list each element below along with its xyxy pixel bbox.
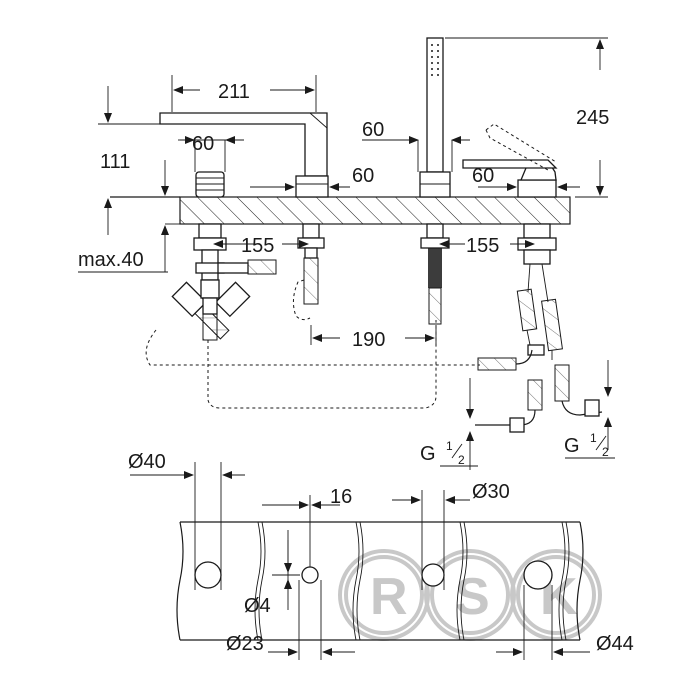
- dim-245: 245: [576, 107, 609, 129]
- conn-left-den: 2: [458, 453, 465, 467]
- connection-right-label: G 1 2: [564, 431, 609, 459]
- handshower-spray-holes: [431, 44, 439, 76]
- dim-155-right: 155: [466, 235, 499, 257]
- dim-dia23: Ø23: [226, 633, 264, 655]
- dim-190: 190: [352, 329, 385, 351]
- connection-left-label: G 1 2: [420, 439, 465, 467]
- dim-dia4: Ø4: [244, 595, 271, 617]
- dim-60-handshower: 60: [362, 119, 384, 141]
- dim-211: 211: [218, 81, 250, 103]
- hole-40: [194, 561, 222, 589]
- dim-dia30: Ø30: [472, 481, 510, 503]
- dim-111: 111: [100, 151, 130, 173]
- dim-60-lever: 60: [472, 165, 494, 187]
- conn-left-num: 1: [446, 439, 453, 453]
- spout: [159, 112, 329, 321]
- watermark-letter-r: R: [370, 568, 408, 626]
- dim-dia44: Ø44: [596, 633, 634, 655]
- plan-view: Ø40 16 Ø30 Ø4 Ø23 Ø44: [128, 451, 634, 660]
- dimension-labels: 211 60 111 60 60 60 245 max.40 155 155 1…: [78, 81, 609, 467]
- dimension-lines: [78, 37, 615, 470]
- deck-slab: [110, 196, 571, 225]
- hole-4: [301, 566, 319, 584]
- handshower: [419, 37, 451, 325]
- lever-mixer: [462, 123, 603, 433]
- hole-30: [421, 563, 445, 587]
- dim-dia40: Ø40: [128, 451, 166, 473]
- dim-155-left: 155: [241, 235, 274, 257]
- diverter-valve: [145, 171, 480, 409]
- conn-right-num: 1: [590, 431, 597, 445]
- conn-left-g: G: [420, 443, 436, 465]
- hole-44: [523, 560, 553, 590]
- watermark-letter-s: S: [455, 568, 490, 626]
- dim-60-spout-base: 60: [352, 165, 374, 187]
- watermark: R S K: [338, 549, 602, 641]
- dim-16: 16: [330, 486, 352, 508]
- conn-right-g: G: [564, 435, 580, 457]
- dim-60-valve: 60: [192, 133, 214, 155]
- conn-right-den: 2: [602, 445, 609, 459]
- dim-max40: max.40: [78, 249, 144, 271]
